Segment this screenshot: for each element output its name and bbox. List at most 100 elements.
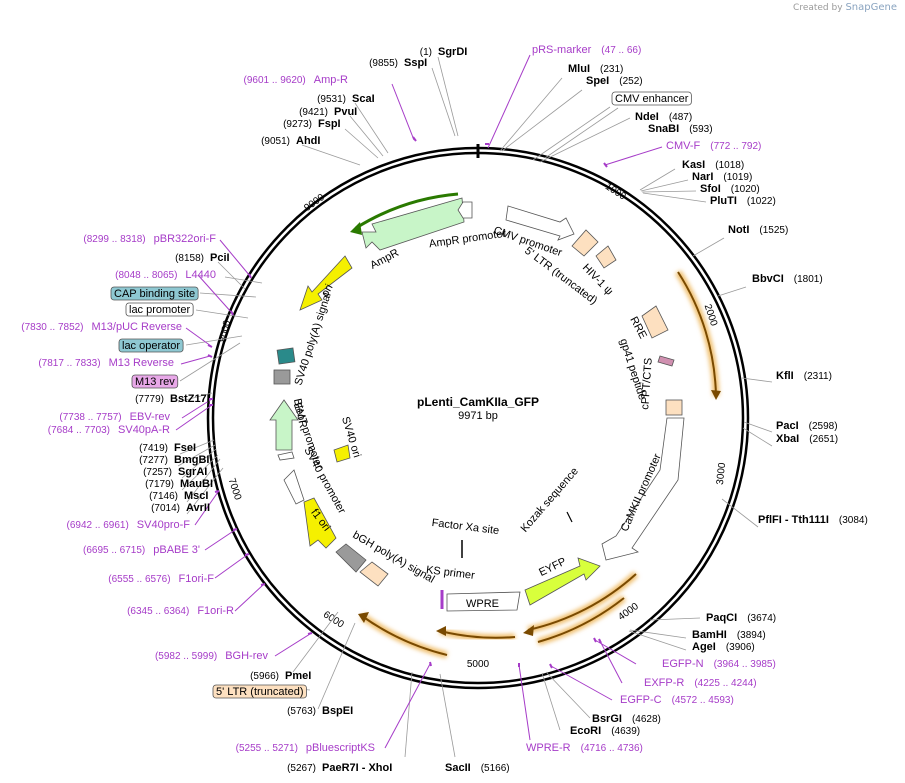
enzyme-bsrgi: BsrGI(4628) [592,713,661,725]
svg-text:BmgBI: BmgBI [174,454,209,466]
label-bgh: bGH poly(A) signal [351,529,437,586]
svg-text:(8048 .. 8065): (8048 .. 8065) [115,270,177,281]
enzyme-bspei: (5763)BspEI [287,705,353,717]
boxed-lac-operator: lac operator [118,338,184,353]
primer-bgh-rev: BGH-rev (5982 .. 5999) [155,650,269,662]
svg-text:(5267): (5267) [287,763,316,774]
svg-text:(593): (593) [689,124,712,135]
svg-text:(1020): (1020) [731,184,760,195]
svg-text:BamHI: BamHI [692,629,727,641]
enzyme-kasi: KasI(1018) [682,159,744,171]
svg-text:EXFP-R: EXFP-R [644,677,684,689]
enzyme-pluti: PluTI (1022) [710,195,776,207]
enzyme-snabi: SnaBI (593) [648,123,713,135]
tick-label-8000: 8000 [218,319,233,343]
enzyme-labels: (1)SgrDI(9855)SspI(9531)ScaI(9421)PvuI(9… [135,46,868,774]
svg-text:(3084): (3084) [839,515,868,526]
primer-sv40pro-f: SV40pro-F(6942 .. 6961) [67,519,191,531]
wpre-box [446,591,521,612]
primer-sv40pa-r: SV40pA-R(7684 .. 7703) [48,424,170,436]
svg-text:F1ori-F: F1ori-F [179,573,215,585]
enzyme-bamhi: BamHI (3894) [692,629,766,641]
svg-text:pBABE 3': pBABE 3' [153,544,200,556]
enzyme-pcii: (8158)PciI [175,252,229,264]
features [269,192,721,659]
svg-text:(7179): (7179) [145,479,174,490]
enzyme-kfli: KflI(2311) [776,370,832,382]
primer-egfp-c: EGFP-C(4572 .. 4593) [620,694,734,706]
label-ori: ori [319,282,335,298]
label-kozak: Kozak sequence [519,465,581,534]
svg-text:(7257): (7257) [143,467,172,478]
label-ampr-promoter: AmpR promoter [428,228,507,251]
svg-text:(1801): (1801) [794,274,823,285]
enzyme-noti: NotI(1525) [728,224,788,236]
primer-marks [207,136,608,669]
svg-text:CAP binding site: CAP binding site [114,288,195,300]
primer-f1ori-f: F1ori-F(6555 .. 6576) [108,573,214,585]
svg-text:pRS-marker: pRS-marker [532,44,592,56]
primer-exfp-r: EXFP-R(4225 .. 4244) [644,677,757,689]
svg-text:(7779): (7779) [135,394,164,405]
boxed-5-ltr-truncated-: 5' LTR (truncated) [212,684,307,699]
svg-text:(1018): (1018) [715,160,744,171]
label-factor-xa: Factor Xa site [431,517,500,537]
label-ks-primer: KS primer [425,564,475,582]
enzyme-bmgbi: (7277)BmgBI [139,454,209,466]
svg-text:lac operator: lac operator [122,340,180,352]
boxed-cap-binding-site: CAP binding site [110,286,199,301]
svg-text:(772 .. 792): (772 .. 792) [710,141,761,152]
svg-text:(1022): (1022) [747,196,776,207]
svg-text:SnaBI: SnaBI [648,123,679,135]
ampr-promoter [457,201,473,219]
svg-text:SfoI: SfoI [700,183,721,195]
f1-ori-arrow [303,497,337,549]
svg-text:(1019): (1019) [723,172,752,183]
svg-text:pBR322ori-F: pBR322ori-F [154,233,217,245]
svg-text:EGFP-C: EGFP-C [620,694,662,706]
svg-text:lac promoter: lac promoter [129,304,190,316]
svg-text:(1): (1) [420,47,432,58]
svg-text:(3906): (3906) [726,642,755,653]
svg-text:(3674): (3674) [747,613,776,624]
enzyme-sacii: SacII(5166) [445,762,510,774]
enzyme-maubi: (7179)MauBI [145,478,213,490]
svg-text:SpeI: SpeI [586,75,609,87]
svg-text:(5982 .. 5999): (5982 .. 5999) [155,651,217,662]
enzyme-agei: AgeI(3906) [692,641,755,653]
primer-l4440: L4440(8048 .. 8065) [115,269,216,281]
svg-text:(3894): (3894) [737,630,766,641]
svg-text:AhdI: AhdI [296,135,320,147]
svg-text:F1ori-R: F1ori-R [197,605,234,617]
tick-label-5000: 5000 [467,659,490,670]
svg-text:(9421): (9421) [299,107,328,118]
svg-text:PaeR7I - XhoI: PaeR7I - XhoI [322,762,392,774]
svg-text:PluTI: PluTI [710,195,737,207]
enzyme-bbvci: BbvCI(1801) [752,273,823,285]
enzyme-ecori: EcoRI(4639) [570,725,640,737]
cmv-promoter [505,205,575,241]
svg-text:M13/pUC Reverse: M13/pUC Reverse [92,321,182,333]
svg-text:(5166): (5166) [481,763,510,774]
enzyme-sfoi: SfoI (1020) [700,183,760,195]
enzyme-xbai: XbaI(2651) [776,433,838,445]
primer-labels: pRS-marker (47 .. 66) Amp-R(9601 .. 9620) C… [21,44,776,754]
svg-text:(9273): (9273) [283,119,312,130]
svg-text:BGH-rev: BGH-rev [225,650,268,662]
ori-arrow [299,255,353,311]
svg-text:PvuI: PvuI [334,106,357,118]
svg-text:(47 .. 66): (47 .. 66) [601,45,641,56]
ampr-arrow [361,197,465,251]
credit-prefix: Created by [793,3,843,13]
primer-amp-r: Amp-R(9601 .. 9620) [244,74,349,86]
orange-arc-1 [677,271,717,397]
primer-ebv-rev: EBV-rev(7738 .. 7757) [59,411,170,423]
enzyme-ahdi: (9051)AhdI [261,135,320,147]
svg-text:EGFP-N: EGFP-N [662,658,704,670]
plasmid-length: 9971 bp [458,410,498,422]
eyfp-arrow [524,557,601,606]
svg-text:(9855): (9855) [369,58,398,69]
svg-text:(4628): (4628) [632,714,661,725]
